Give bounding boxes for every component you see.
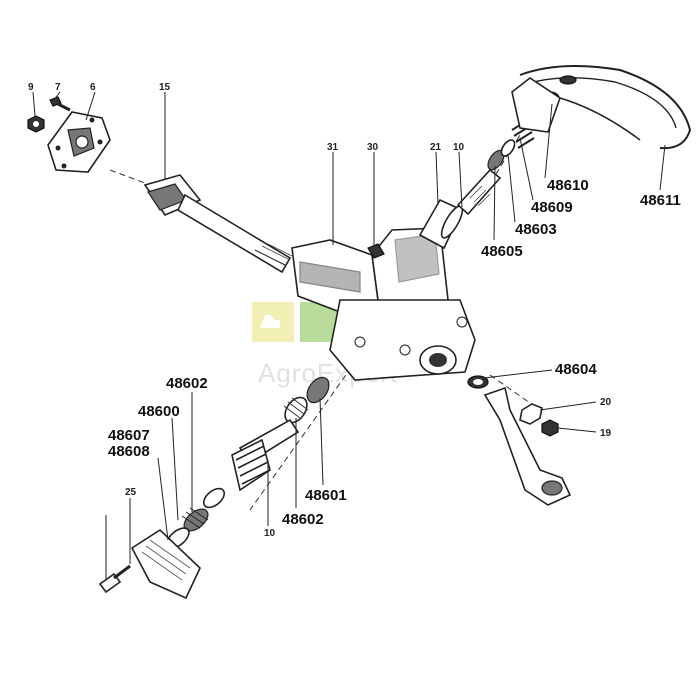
- tractor-icon: [260, 315, 280, 328]
- label-6: 6: [90, 82, 96, 93]
- label-15: 15: [159, 82, 171, 93]
- label-48610: 48610: [547, 177, 589, 194]
- washer-20: [519, 403, 543, 425]
- upper-column-parts: [418, 91, 560, 250]
- label-48611: 48611: [640, 192, 681, 209]
- ring-48602-lower: [202, 487, 226, 509]
- label-31: 31: [327, 142, 339, 153]
- label-48608: 48608: [108, 443, 150, 460]
- pitman-arm-group: [467, 375, 572, 506]
- label-48605: 48605: [481, 243, 523, 260]
- label-25: 25: [125, 487, 137, 498]
- label-21: 21: [430, 142, 442, 153]
- label-48601: 48601: [305, 487, 347, 504]
- nut-19: [541, 419, 559, 437]
- gear-housing-31: [291, 227, 476, 381]
- shaft-15-body: [176, 193, 292, 274]
- label-48607: 48607: [108, 427, 150, 444]
- label-9: 9: [28, 82, 34, 93]
- label-48602-lower: 48602: [282, 511, 324, 528]
- label-19: 19: [600, 428, 612, 439]
- label-20: 20: [600, 397, 612, 408]
- label-7: 7: [55, 82, 61, 93]
- shaft-10-upper: [456, 168, 502, 216]
- steering-wheel-48611: [511, 65, 692, 150]
- cover-plate-group: [27, 96, 111, 173]
- leader-lines: [32, 91, 666, 580]
- label-48600: 48600: [138, 403, 180, 420]
- label-30: 30: [367, 142, 379, 153]
- label-48602-upper-left: 48602: [166, 375, 208, 392]
- label-10-lower: 10: [264, 528, 276, 539]
- label-10-upper: 10: [453, 142, 465, 153]
- lower-assembly: [98, 376, 330, 600]
- plug-30: [367, 243, 385, 259]
- label-48609: 48609: [531, 199, 573, 216]
- steering-wheel-hub: [511, 77, 561, 133]
- bearing-cup-48601: [306, 376, 330, 404]
- label-48604: 48604: [555, 361, 597, 378]
- shaft-15: [143, 174, 293, 274]
- end-plate-48608: [130, 528, 201, 600]
- ring-48603: [500, 139, 516, 157]
- part-labels: 9 7 6 15 31 30 21 10 48610 48609 48603 4…: [28, 82, 681, 539]
- worm-gear: [231, 438, 271, 492]
- pitman-arm: [483, 386, 572, 506]
- label-48603: 48603: [515, 221, 557, 238]
